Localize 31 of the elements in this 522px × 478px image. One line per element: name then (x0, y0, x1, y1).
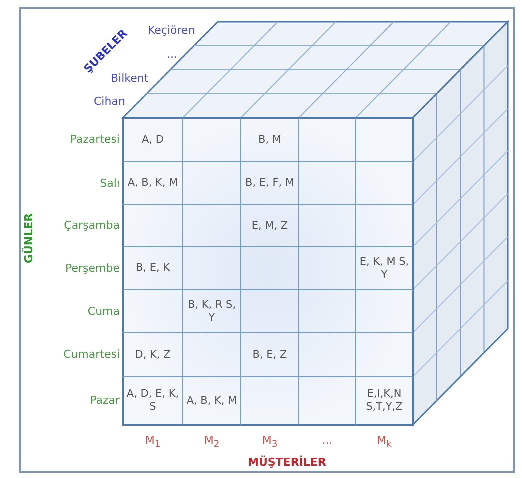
table-cell-text: E, K, M S, Y (359, 254, 410, 282)
row-label: Çarşamba (64, 219, 120, 232)
column-label: M$_{3}$ (261, 434, 279, 452)
axis-tick-label: ... (167, 48, 178, 61)
table-cell-text: B, M (258, 132, 282, 148)
table-cell-text: E, M, Z (250, 218, 290, 234)
table-cell-text: E,I,K,N S,T,Y,Z (365, 387, 404, 415)
axis-tick-label: Bilkent (111, 72, 149, 85)
table-cell-text: B, E, Z (252, 348, 288, 362)
axis-tick-label: Keçiören (148, 24, 196, 37)
axis-title: GÜNLER (22, 213, 36, 264)
axis-title: MÜŞTERİLER (248, 456, 326, 469)
table-cell-text: A, B, K, M (186, 394, 238, 408)
column-label: M$_{2}$ (203, 434, 221, 452)
table-cell-text: B, E, F, M (244, 176, 296, 191)
column-label: M$_{k}$ (376, 434, 393, 452)
table-cell-text: B, E, K (134, 261, 172, 276)
column-label: M$_{1}$ (144, 434, 162, 452)
column-label: ... (321, 434, 334, 447)
table-cell-text: A, D, E, K, S (126, 387, 180, 415)
row-label: Cuma (88, 304, 120, 318)
row-label: Pazar (90, 394, 120, 407)
table-cell-text: A, D (141, 132, 165, 148)
table-cell-text: D, K, Z (134, 348, 172, 362)
row-label: Cumartesi (64, 348, 120, 361)
row-label: Pazartesi (70, 133, 120, 146)
axis-tick-label: Cihan (94, 95, 126, 108)
table-cell-text: A, B, K, M (126, 176, 180, 191)
row-label: Salı (100, 176, 120, 190)
row-label: Perşembe (66, 262, 120, 274)
table-cell-text: B, K, R S, Y (186, 298, 238, 326)
